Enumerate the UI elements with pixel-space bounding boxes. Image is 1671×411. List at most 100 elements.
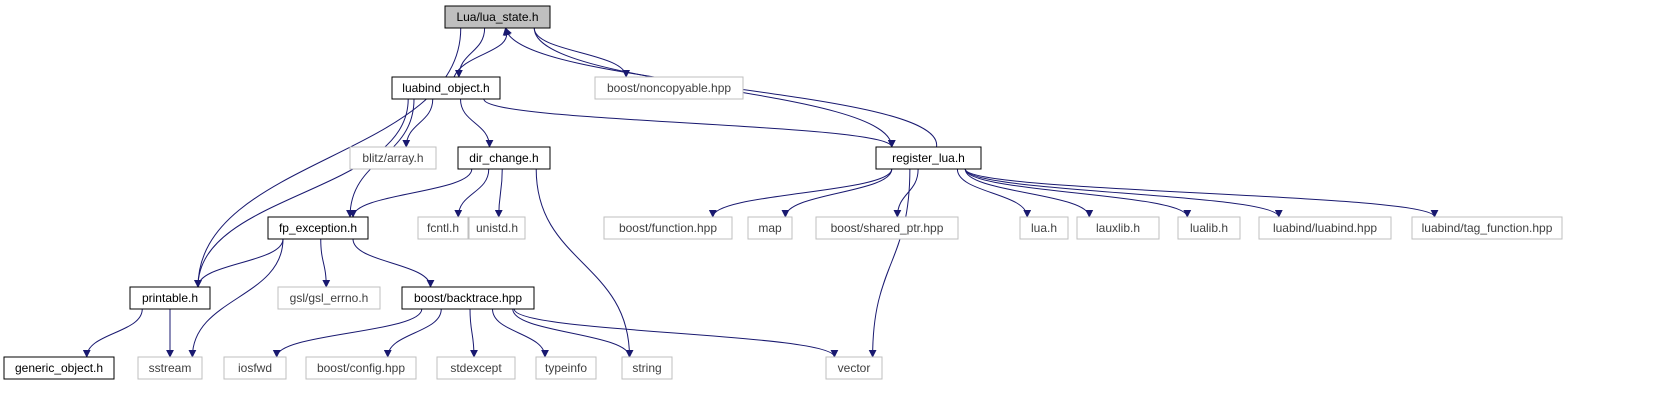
edge-lua_state-to-luabind_object — [454, 27, 486, 78]
edge-luabind_object-to-printable — [194, 98, 409, 288]
edge-backtrace-to-vector — [513, 308, 839, 358]
node-box — [137, 356, 203, 380]
edge-register_lua-to-vector — [868, 168, 911, 358]
node-label: sstream — [149, 361, 192, 375]
node-box — [223, 356, 287, 380]
edges-layer — [82, 27, 1439, 358]
node-luabind-luabind: luabind/luabind.hpp — [1258, 216, 1392, 240]
edge-luabind_object-to-lua_state — [453, 27, 512, 78]
node-label: lauxlib.h — [1096, 221, 1140, 235]
edge-backtrace-to-iosfwd — [272, 308, 423, 358]
node-label: typeinfo — [545, 361, 587, 375]
edge-fp_exception-to-sstream — [188, 238, 284, 358]
node-box — [349, 146, 437, 170]
edge-register_lua-to-luabind_luabind — [964, 168, 1283, 218]
node-dir-change[interactable]: dir_change.h — [457, 146, 551, 170]
node-box — [1019, 216, 1069, 240]
node-label: vector — [838, 361, 871, 375]
edge-lua_state-to-noncopyable — [533, 27, 631, 78]
node-box — [129, 286, 211, 310]
node-boost-config: boost/config.hpp — [305, 356, 417, 380]
edge-dir_change-to-fcntl — [454, 168, 490, 218]
edge-dir_change-to-string — [535, 168, 634, 358]
node-sstream: sstream — [137, 356, 203, 380]
node-label: register_lua.h — [892, 151, 965, 165]
node-box — [457, 146, 551, 170]
node-printable[interactable]: printable.h — [129, 286, 211, 310]
node-map: map — [747, 216, 793, 240]
edge-register_lua-to-map — [781, 168, 893, 218]
node-register-lua[interactable]: register_lua.h — [875, 146, 982, 170]
node-box — [1258, 216, 1392, 240]
node-shared-ptr: boost/shared_ptr.hpp — [815, 216, 959, 240]
node-label: fp_exception.h — [279, 221, 357, 235]
node-label: unistd.h — [476, 221, 518, 235]
node-typeinfo: typeinfo — [535, 356, 597, 380]
node-label: luabind/tag_function.hpp — [1422, 221, 1553, 235]
edge-dir_change-to-fp_exception — [349, 168, 473, 218]
edge-fp_exception-to-gsl_errno — [320, 238, 331, 288]
node-box — [444, 5, 551, 29]
node-box — [468, 216, 526, 240]
edge-backtrace-to-boost_config — [383, 308, 442, 358]
node-label: printable.h — [142, 291, 198, 305]
edge-backtrace-to-string — [512, 308, 634, 358]
edge-register_lua-to-lualib — [964, 168, 1192, 218]
node-label: gsl/gsl_errno.h — [290, 291, 369, 305]
node-label: lua.h — [1031, 221, 1057, 235]
nodes-layer: Lua/lua_state.h luabind_object.h boost/non… — [3, 5, 1563, 380]
node-box — [825, 356, 883, 380]
node-box — [277, 286, 381, 310]
node-box — [875, 146, 982, 170]
edge-fp_exception-to-backtrace — [352, 238, 435, 288]
node-lua-state[interactable]: Lua/lua_state.h — [444, 5, 551, 29]
node-boost-function: boost/function.hpp — [603, 216, 733, 240]
node-label: lualib.h — [1190, 221, 1228, 235]
node-box — [401, 286, 535, 310]
node-label: boost/backtrace.hpp — [414, 291, 522, 305]
node-luabind-object[interactable]: luabind_object.h — [391, 76, 501, 100]
node-box — [621, 356, 673, 380]
node-noncopyable: boost/noncopyable.hpp — [594, 76, 744, 100]
edge-lua_state-to-printable — [194, 27, 462, 288]
node-stdexcept: stdexcept — [436, 356, 516, 380]
node-label: string — [632, 361, 661, 375]
node-blitz-array: blitz/array.h — [349, 146, 437, 170]
node-label: boost/config.hpp — [317, 361, 405, 375]
node-fcntl: fcntl.h — [417, 216, 469, 240]
node-generic-object[interactable]: generic_object.h — [3, 356, 115, 380]
node-box — [3, 356, 115, 380]
node-label: boost/shared_ptr.hpp — [831, 221, 944, 235]
node-box — [1076, 216, 1160, 240]
node-unistd: unistd.h — [468, 216, 526, 240]
node-label: blitz/array.h — [362, 151, 423, 165]
edge-register_lua-to-boost_function — [708, 168, 893, 218]
node-box — [1177, 216, 1241, 240]
node-vector: vector — [825, 356, 883, 380]
node-label: luabind/luabind.hpp — [1273, 221, 1377, 235]
edge-luabind_object-to-blitz_array — [402, 98, 434, 148]
node-box — [594, 76, 744, 100]
node-label: generic_object.h — [15, 361, 103, 375]
node-label: dir_change.h — [469, 151, 538, 165]
node-fp-exception[interactable]: fp_exception.h — [267, 216, 369, 240]
node-string: string — [621, 356, 673, 380]
node-gsl-errno: gsl/gsl_errno.h — [277, 286, 381, 310]
edge-register_lua-to-tag_function — [964, 168, 1439, 218]
node-box — [417, 216, 469, 240]
node-box — [747, 216, 793, 240]
edge-register_lua-to-shared_ptr — [893, 168, 919, 218]
node-box — [815, 216, 959, 240]
edge-dir_change-to-unistd — [494, 168, 503, 218]
edge-register_lua-to-lauxlib — [964, 168, 1094, 218]
node-label: fcntl.h — [427, 221, 459, 235]
node-iosfwd: iosfwd — [223, 356, 287, 380]
node-box — [267, 216, 369, 240]
node-box — [535, 356, 597, 380]
edge-register_lua-to-lua_h — [956, 168, 1032, 218]
node-label: boost/function.hpp — [619, 221, 717, 235]
node-backtrace[interactable]: boost/backtrace.hpp — [401, 286, 535, 310]
edge-fp_exception-to-printable — [194, 238, 284, 288]
edge-backtrace-to-stdexcept — [469, 308, 478, 358]
node-label: stdexcept — [450, 361, 502, 375]
